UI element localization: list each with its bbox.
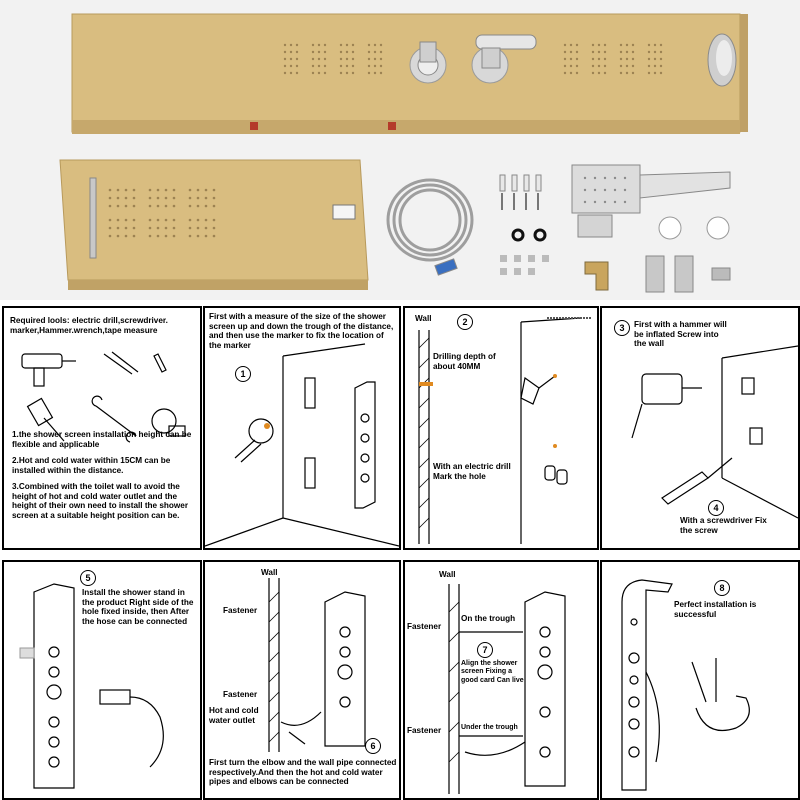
step6-illustration	[268, 578, 366, 752]
step6-wall: Wall	[261, 568, 278, 577]
step5-number: 5	[80, 570, 96, 586]
step7-under-trough: Under the trough	[461, 724, 518, 731]
step6-text: First turn the elbow and the wall pipe c…	[209, 758, 397, 787]
step3-4-illustration	[631, 345, 798, 519]
step6-fastener-2: Fastener	[223, 690, 258, 699]
panel-step-8: 8 Perfect installation is successful	[600, 560, 800, 800]
panel-step-6: Wall Fastener Fastener Hot and cold wate…	[203, 560, 401, 800]
step2-wall: Wall	[415, 314, 432, 323]
step7-on-trough: On the trough	[461, 614, 516, 623]
step6-fastener-1: Fastener	[223, 606, 258, 615]
panel-step-1: First with a measure of the size of the …	[203, 306, 401, 550]
tools-note-2: 2.Hot and cold water within 15CM can be …	[12, 456, 171, 475]
product-parts-illustration	[59, 13, 748, 293]
step4-text: With a screwdriver Fix the screw	[680, 516, 767, 535]
step7-illustration	[448, 584, 566, 794]
step1-illustration	[205, 343, 399, 547]
step7-align: Align the shower screen Fixing a good ca…	[461, 660, 524, 684]
step8-text: Perfect installation is successful	[674, 600, 757, 619]
tools-heading: Required lools: electric drill,screwdriv…	[10, 316, 168, 335]
panel-required-tools: Required lools: electric drill,screwdriv…	[2, 306, 202, 550]
step2-illustration	[418, 317, 591, 544]
panel-step-7: Wall On the trough Fastener 7 Align the …	[403, 560, 599, 800]
step6-outlet: Hot and cold water outlet	[209, 706, 259, 725]
step8-number: 8	[714, 580, 730, 596]
step7-number: 7	[477, 642, 493, 658]
tools-note-1: 1.the shower screen installation height …	[12, 430, 192, 449]
panel-step-2: Wall 2 Drilling depth of about 40MM With…	[403, 306, 599, 550]
step2-text: With an electric drill Mark the hole	[433, 462, 511, 481]
panel-step-5: 5 Install the shower stand in the produc…	[2, 560, 202, 800]
step7-fastener-1: Fastener	[407, 622, 442, 631]
step2-number: 2	[457, 314, 473, 330]
panel-step-3-4: 3 First with a hammer will be inflated S…	[600, 306, 800, 550]
step7-wall: Wall	[439, 570, 456, 579]
tools-note-3: 3.Combined with the toilet wall to avoid…	[12, 482, 189, 521]
step5-illustration	[19, 583, 164, 789]
step1-number: 1	[235, 366, 251, 382]
step3-number: 3	[614, 320, 630, 336]
step3-text: First with a hammer will be inflated Scr…	[634, 320, 727, 349]
step5-text: Install the shower stand in the product …	[82, 588, 194, 627]
step7-fastener-2: Fastener	[407, 726, 442, 735]
step8-illustration	[621, 579, 750, 791]
tools-illustration	[21, 351, 186, 443]
step4-number: 4	[708, 500, 724, 516]
product-photo	[0, 0, 800, 300]
step1-text: First with a measure of the size of the …	[209, 312, 394, 351]
step2-drill-depth: Drilling depth of about 40MM	[433, 352, 496, 371]
